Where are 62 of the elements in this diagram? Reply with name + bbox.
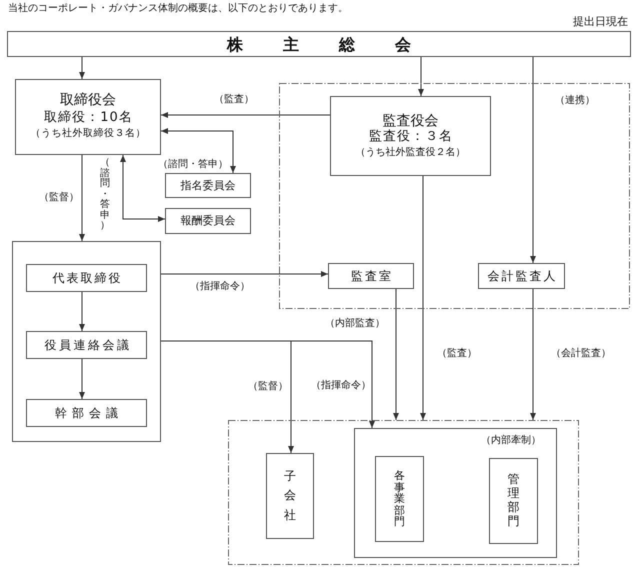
unit-detail: 監査役：３名	[369, 128, 452, 144]
org-box	[489, 458, 538, 544]
unit-name: 監査役会	[382, 112, 438, 128]
edge-label: （諮問・答申）	[100, 158, 110, 232]
unit-name: 株主総会	[227, 34, 411, 54]
org-box	[328, 263, 414, 289]
arrow	[79, 56, 85, 80]
org-box	[26, 399, 147, 427]
edge-label: （指揮命令）	[190, 281, 250, 292]
group-frame	[12, 241, 161, 442]
org-box	[266, 453, 314, 539]
arrow	[530, 56, 536, 264]
group-label: （連携）	[555, 95, 595, 106]
org-box	[478, 263, 565, 289]
unit-name: 幹部会議	[55, 405, 118, 421]
arrow	[420, 176, 426, 420]
unit-name: 取締役会	[60, 92, 116, 109]
double-arrow	[120, 154, 166, 222]
group-label: （内部牽制）	[481, 435, 541, 446]
unit-name: 各事業部門	[394, 470, 405, 528]
unit-name: 監査室	[351, 268, 391, 284]
org-box	[15, 79, 161, 155]
edge-label: （指揮命令）	[311, 380, 371, 391]
org-box	[7, 31, 631, 57]
unit-name: 指名委員会	[180, 178, 236, 192]
unit-name: 会計監査人	[488, 268, 556, 284]
double-arrow	[160, 128, 236, 174]
unit-detail: 取締役：10名	[44, 109, 132, 126]
edge-label: （諮問・答申）	[158, 159, 228, 170]
page-heading: 当社のコーポレート・ガバナンス体制の概要は、以下のとおりであります。	[8, 3, 348, 14]
org-box	[375, 456, 424, 542]
date-note: 提出日現在	[573, 16, 628, 28]
unit-name: 報酬委員会	[180, 214, 236, 228]
edge-label: （監査）	[437, 348, 477, 359]
arrow	[160, 271, 328, 277]
unit-name: 代表取締役	[52, 270, 120, 286]
org-box	[165, 173, 251, 198]
unit-name: 子会社	[284, 468, 296, 524]
org-box	[26, 331, 147, 359]
group-frame	[228, 420, 579, 565]
unit-name: 役員連絡会議	[44, 337, 129, 353]
group-frame	[279, 83, 630, 309]
unit-name: 管理部門	[508, 473, 520, 529]
org-box	[330, 96, 491, 176]
arrow	[160, 112, 330, 118]
org-box	[165, 208, 251, 234]
arrow	[393, 288, 399, 420]
arrow	[530, 288, 536, 420]
org-box	[26, 264, 147, 292]
arrow	[79, 154, 85, 242]
group-frame	[354, 428, 557, 558]
arrow	[79, 292, 85, 332]
arrow	[79, 358, 85, 400]
edge-label: （監督）	[248, 381, 288, 392]
arrow	[160, 340, 375, 428]
edge-label: （監督）	[39, 192, 79, 203]
edge-label: （監査）	[214, 94, 254, 105]
edge-label: （内部監査）	[325, 318, 385, 329]
unit-detail: （うち社外監査役２名）	[356, 146, 466, 160]
arrow	[418, 56, 424, 96]
edge-label: （会計監査）	[551, 348, 611, 359]
unit-detail: （うち社外取締役３名）	[30, 126, 146, 141]
